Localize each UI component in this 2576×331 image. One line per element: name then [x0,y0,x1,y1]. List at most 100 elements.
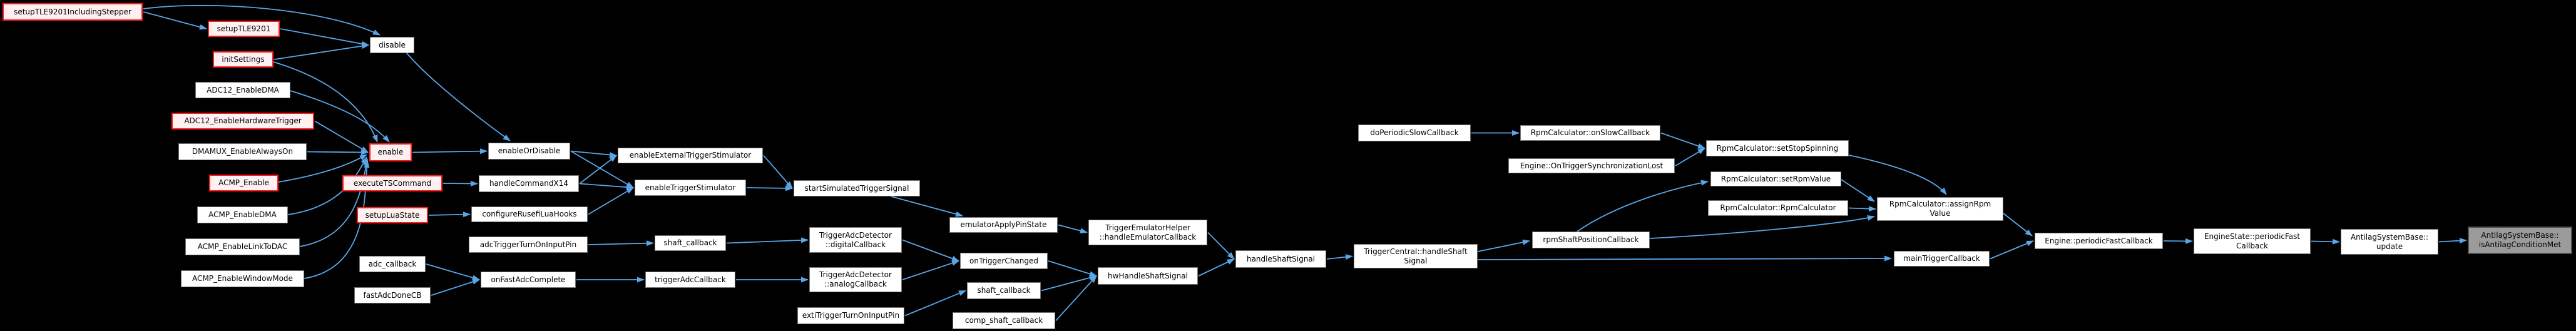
graph-node-ACMP_EnableDMA[interactable]: ACMP_EnableDMA [197,206,288,223]
graph-node-rpmShaftPositionCallback[interactable]: rpmShaftPositionCallback [1532,232,1650,248]
graph-node-enableOrDisable[interactable]: enableOrDisable [488,143,570,160]
edge-setupLuaState--configureRusefiLuaHooks [428,211,471,218]
graph-node-TriggerEmulatorHelper_handleEmulatorCallback[interactable]: TriggerEmulatorHelper ::handleEmulatorCa… [1088,220,1207,245]
graph-node-ACMP_EnableWindowMode[interactable]: ACMP_EnableWindowMode [181,270,304,287]
edge-setupTLE9201IncludingStepper--disable [143,4,381,36]
edge-emulatorApplyPinState--TriggerEmulatorHelper_handleEmulatorCallback [1058,224,1088,234]
edge-RpmCalculator_onSlowCallback--RpmCalculator_setStopSpinning [1660,132,1705,149]
edge-rpmShaftPositionCallback--RpmCalculator_assignRpmValue [1649,215,1875,239]
edge-rpmShaftPositionCallback--RpmCalculator_setRpmValue [1577,180,1709,232]
edge-ADC12_EnableDMA--enable [290,90,390,143]
graph-node-TriggerAdcDetector_analogCallback[interactable]: TriggerAdcDetector ::analogCallback [809,267,902,292]
graph-node-EngineState_periodicFastCallback[interactable]: EngineState::periodicFast Callback [2194,228,2311,254]
graph-node-fastAdcDoneCB[interactable]: fastAdcDoneCB [354,287,431,303]
edge-onTriggerChanged--hwHandleShaftSignal [1048,260,1097,277]
edge-ADC12_EnableHardwareTrigger--enable [314,120,369,153]
edge-TriggerCentral_handleShaftSignal--mainTriggerCallback [1477,255,1892,262]
graph-node-onFastAdcComplete[interactable]: onFastAdcComplete [481,272,576,288]
graph-node-ADC12_EnableHardwareTrigger[interactable]: ADC12_EnableHardwareTrigger [171,113,314,130]
edge-disable--enableOrDisable [406,53,511,141]
graph-node-setupTLE9201[interactable]: setupTLE9201 [208,21,280,37]
edge-RpmCalculator_RpmCalculator--RpmCalculator_assignRpmValue [1848,206,1876,212]
edge-TriggerAdcDetector_digitalCallback--onTriggerChanged [902,239,959,262]
graph-node-adc_callback[interactable]: adc_callback [359,256,426,272]
graph-node-ACMP_EnableLinkToDAC[interactable]: ACMP_EnableLinkToDAC [185,238,300,255]
edge-extiTriggerTurnOnInputPin--shaft_callback_exti [904,290,966,317]
graph-node-AntilagSystemBase_update[interactable]: AntilagSystemBase:: update [2341,229,2438,255]
graph-node-RpmCalculator_setStopSpinning[interactable]: RpmCalculator::setStopSpinning [1706,140,1849,156]
graph-node-DMAMUX_EnableAlwaysOn[interactable]: DMAMUX_EnableAlwaysOn [178,143,307,160]
edge-handleCommandX14--enableTriggerStimulator [579,183,634,190]
edge-TriggerEmulatorHelper_handleEmulatorCallback--handleShaftSignal [1207,232,1235,260]
graph-node-extiTriggerTurnOnInputPin[interactable]: extiTriggerTurnOnInputPin [797,307,904,324]
graph-node-RpmCalculator_assignRpmValue[interactable]: RpmCalculator::assignRpm Value [1877,197,2003,221]
edge-RpmCalculator_setRpmValue--RpmCalculator_assignRpmValue [1841,179,1875,202]
graph-node-ADC12_EnableDMA[interactable]: ADC12_EnableDMA [195,82,290,98]
graph-node-AntilagSystemBase_isAntilagConditionMet[interactable]: AntilagSystemBase:: isAntilagConditionMe… [2468,227,2572,254]
graph-node-ACMP_Enable[interactable]: ACMP_Enable [209,175,279,191]
graph-node-Engine_OnTriggerSynchronizationLost[interactable]: Engine::OnTriggerSynchronizationLost [1508,158,1675,173]
edge-shaft_callback_exti--hwHandleShaftSignal [1041,275,1097,292]
edge-ACMP_EnableLinkToDAC--enable [299,158,369,247]
edge-Engine_OnTriggerSynchronizationLost--RpmCalculator_setStopSpinning [1675,148,1705,166]
graph-node-TriggerAdcDetector_digitalCallback[interactable]: TriggerAdcDetector ::digitalCallback [809,227,902,253]
graph-node-startSimulatedTriggerSignal[interactable]: startSimulatedTriggerSignal [794,180,920,196]
graph-node-initSettings[interactable]: initSettings [213,51,273,68]
edge-comp_shaft_callback--hwHandleShaftSignal [1055,275,1097,322]
graph-node-shaft_callback_adc[interactable]: shaft_callback [655,235,726,251]
graph-node-mainTriggerCallback[interactable]: mainTriggerCallback [1894,251,1990,267]
graph-node-executeTSCommand[interactable]: executeTSCommand [342,175,442,191]
edge-executeTSCommand--handleCommandX14 [442,180,478,186]
edge-RpmCalculator_setStopSpinning--RpmCalculator_assignRpmValue [1848,155,1947,195]
graph-node-TriggerCentral_handleShaftSignal[interactable]: TriggerCentral::handleShaft Signal [1354,244,1478,268]
graph-node-doPeriodicSlowCallback[interactable]: doPeriodicSlowCallback [1358,125,1471,141]
graph-node-shaft_callback_exti[interactable]: shaft_callback [967,282,1041,299]
edge-setupTLE9201--disable [280,28,369,47]
edge-initSettings--disable [273,43,369,60]
graph-node-enableTriggerStimulator[interactable]: enableTriggerStimulator [635,180,746,196]
edge-initSettings--enable [273,61,378,143]
graph-node-hwHandleShaftSignal[interactable]: hwHandleShaftSignal [1098,267,1198,285]
edge-AntilagSystemBase_update--AntilagSystemBase_isAntilagConditionMet [2438,238,2467,244]
graph-node-disable[interactable]: disable [370,37,414,53]
edge-enableOrDisable--enableExternalTriggerStimulator [570,150,617,158]
edge-fastAdcDoneCB--onFastAdcComplete [431,279,480,296]
edge-setupTLE9201IncludingStepper--setupTLE9201 [143,11,207,30]
edge-hwHandleShaftSignal--handleShaftSignal [1198,258,1235,277]
edge-Engine_periodicFastCallback--EngineState_periodicFastCallback [2163,238,2193,244]
edge-enableOrDisable--enableTriggerStimulator [570,150,634,188]
edge-TriggerAdcDetector_analogCallback--onTriggerChanged [902,260,959,280]
edge-TriggerCentral_handleShaftSignal--rpmShaftPositionCallback [1477,239,1530,252]
edge-DMAMUX_EnableAlwaysOn--enable [307,149,369,155]
graph-node-Engine_periodicFastCallback[interactable]: Engine::periodicFastCallback [2035,233,2163,249]
graph-node-setupTLE9201IncludingStepper[interactable]: setupTLE9201IncludingStepper [3,3,143,21]
edge-handleCommandX14--enableExternalTriggerStimulator [579,155,617,185]
edge-mainTriggerCallback--Engine_periodicFastCallback [1990,240,2034,260]
graph-node-triggerAdcCallback[interactable]: triggerAdcCallback [645,272,735,288]
graph-node-setupLuaState[interactable]: setupLuaState [357,207,428,223]
graph-node-RpmCalculator_setRpmValue[interactable]: RpmCalculator::setRpmValue [1710,171,1841,186]
graph-node-enableExternalTriggerStimulator[interactable]: enableExternalTriggerStimulator [618,148,763,163]
edge-RpmCalculator_assignRpmValue--Engine_periodicFastCallback [2003,213,2033,237]
edge-adc_callback--onFastAdcComplete [426,263,480,281]
graph-node-onTriggerChanged[interactable]: onTriggerChanged [960,253,1048,269]
graph-node-adcTriggerTurnOnInputPin[interactable]: adcTriggerTurnOnInputPin [469,237,588,253]
graph-node-RpmCalculator_onSlowCallback[interactable]: RpmCalculator::onSlowCallback [1520,125,1660,141]
edge-enableExternalTriggerStimulator--startSimulatedTriggerSignal [763,155,793,189]
graph-node-enable[interactable]: enable [369,143,412,161]
graph-node-configureRusefiLuaHooks[interactable]: configureRusefiLuaHooks [471,206,588,222]
edge-ACMP_Enable--enable [278,154,367,183]
graph-node-emulatorApplyPinState[interactable]: emulatorApplyPinState [949,217,1058,233]
graph-node-comp_shaft_callback[interactable]: comp_shaft_callback [953,312,1055,329]
graph-node-handleCommandX14[interactable]: handleCommandX14 [479,175,579,192]
edge-enable--enableOrDisable [412,148,488,155]
graph-node-RpmCalculator_RpmCalculator[interactable]: RpmCalculator::RpmCalculator [1708,200,1848,216]
edge-adcTriggerTurnOnInputPin--shaft_callback_adc [588,240,654,247]
graph-node-handleShaftSignal[interactable]: handleShaftSignal [1235,250,1326,268]
edge-startSimulatedTriggerSignal--emulatorApplyPinState [891,196,963,217]
edge-configureRusefiLuaHooks--enableTriggerStimulator [588,187,634,215]
edge-shaft_callback_adc--TriggerAdcDetector_digitalCallback [726,237,809,244]
edge-handleShaftSignal--TriggerCentral_handleShaftSignal [1326,254,1353,260]
